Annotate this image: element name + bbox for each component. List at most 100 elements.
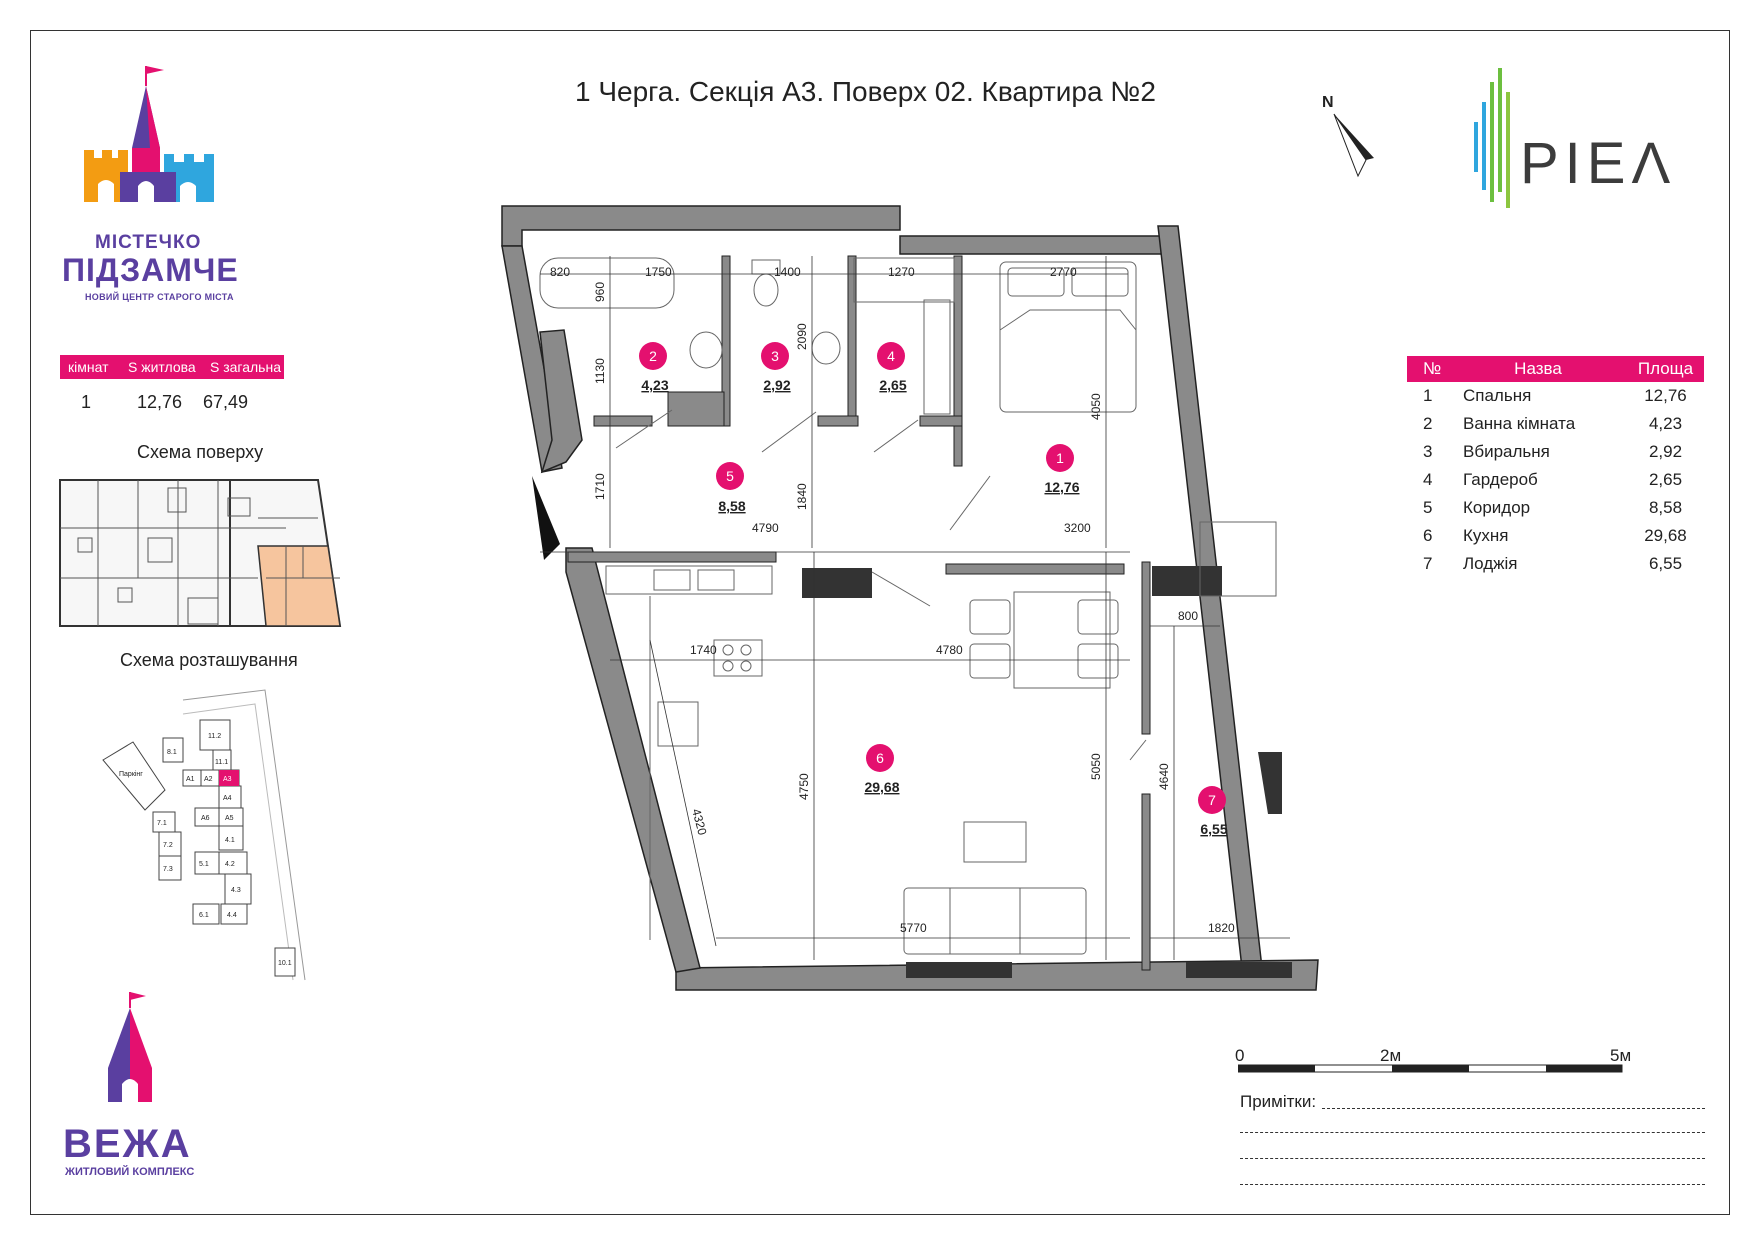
dim-label: 960	[593, 282, 607, 302]
dim-label: 4640	[1157, 763, 1171, 790]
room-number: 1	[1056, 450, 1064, 466]
summary-total-value: 67,49	[203, 392, 249, 412]
room-marker-6: 6 29,68	[864, 744, 900, 795]
table-row: 7 Лоджія 6,55	[1407, 550, 1704, 578]
bottom-brand-name: ВЕЖА	[63, 1122, 192, 1166]
table-row: 4 Гардероб 2,65	[1407, 466, 1704, 494]
loc-label-a3: А3	[223, 776, 232, 783]
summary-header-rooms: кімнат	[68, 359, 109, 375]
floor-scheme-caption: Схема поверху	[137, 442, 264, 462]
dim-label: 1270	[888, 265, 915, 279]
row-area: 4,23	[1648, 414, 1683, 433]
row-num: 7	[1423, 554, 1433, 573]
notes-line	[1322, 1108, 1705, 1109]
location-scheme-caption: Схема розташування	[120, 650, 298, 670]
dim-label: 800	[1178, 609, 1198, 623]
row-num: 1	[1423, 386, 1433, 405]
dim-label: 1740	[690, 643, 717, 657]
table-row: 2 Ванна кімната 4,23	[1407, 410, 1704, 438]
dim-label: 2090	[795, 323, 809, 350]
row-num: 4	[1423, 470, 1433, 489]
north-label: N	[1322, 94, 1334, 111]
row-num: 2	[1423, 414, 1433, 433]
dim-label: 820	[550, 265, 570, 279]
table-row: 3 Вбиральня 2,92	[1407, 438, 1704, 466]
room-number: 3	[771, 348, 779, 364]
north-arrow-icon	[1333, 113, 1374, 178]
loc-label-a5: А5	[225, 815, 234, 822]
row-name: Вбиральня	[1463, 442, 1550, 461]
room-number: 4	[887, 348, 895, 364]
loc-label-11-1: 11.1	[215, 759, 228, 766]
row-area: 8,58	[1648, 498, 1683, 517]
row-num: 3	[1423, 442, 1433, 461]
rooms-header-name: Назва	[1514, 359, 1562, 378]
row-name: Гардероб	[1463, 470, 1538, 489]
loc-label-4-1: 4.1	[225, 837, 235, 844]
summary-living-value: 12,76	[137, 392, 183, 412]
row-area: 2,92	[1648, 442, 1683, 461]
loc-label-a4: А4	[223, 795, 232, 802]
scale-bar	[1238, 1064, 1623, 1073]
loc-label-7-1: 7.1	[157, 820, 167, 827]
row-num: 5	[1423, 498, 1433, 517]
room-number: 2	[649, 348, 657, 364]
notes-label: Примітки:	[1240, 1092, 1317, 1111]
brand-line2: ПІДЗАМЧЕ	[62, 252, 239, 288]
room-marker-3: 3 2,92	[761, 342, 791, 393]
row-area: 29,68	[1644, 526, 1687, 545]
loc-label-7-2: 7.2	[163, 842, 173, 849]
room-area: 4,23	[641, 377, 668, 393]
loc-label-7-3: 7.3	[163, 866, 173, 873]
loc-label-6-1: 6.1	[199, 912, 209, 919]
row-area: 6,55	[1648, 554, 1683, 573]
room-number: 6	[876, 750, 884, 766]
developer-logo-icon	[1474, 68, 1510, 208]
notes-line	[1240, 1132, 1705, 1133]
brand-line1: МІСТЕЧКО	[95, 232, 202, 253]
dim-label: 4780	[936, 643, 963, 657]
dim-label: 4790	[752, 521, 779, 535]
sheet-frame	[30, 30, 1730, 1215]
dim-label: 5050	[1089, 753, 1103, 780]
notes-line	[1240, 1158, 1705, 1159]
dim-label: 4050	[1089, 393, 1103, 420]
loc-label-10-1: 10.1	[278, 960, 292, 967]
loc-label-a6: А6	[201, 815, 210, 822]
loc-label-8-1: 8.1	[167, 749, 177, 756]
row-area: 12,76	[1644, 386, 1687, 405]
row-area: 2,65	[1648, 470, 1683, 489]
loc-label-4-3: 4.3	[231, 887, 241, 894]
dim-label: 1710	[593, 473, 607, 500]
room-marker-4: 4 2,65	[877, 342, 907, 393]
room-area: 29,68	[864, 779, 899, 795]
dim-label: 3200	[1064, 521, 1091, 535]
room-area: 8,58	[718, 498, 745, 514]
room-marker-5: 5 8,58	[716, 462, 746, 514]
row-name: Лоджія	[1463, 554, 1518, 573]
loc-label-11-2: 11.2	[208, 733, 221, 740]
room-marker-7: 7 6,55	[1198, 786, 1228, 837]
notes-line	[1240, 1184, 1705, 1185]
loc-label-5-1: 5.1	[199, 861, 209, 868]
room-area: 2,65	[879, 377, 906, 393]
floor-scheme-image	[59, 479, 342, 627]
room-area: 12,76	[1044, 479, 1079, 495]
room-marker-1: 1 12,76	[1044, 444, 1080, 495]
row-name: Ванна кімната	[1463, 414, 1576, 433]
loc-label-a1: А1	[186, 776, 195, 783]
room-number: 5	[726, 468, 734, 484]
dim-label: 5770	[900, 921, 927, 935]
page-title: 1 Черга. Секція А3. Поверх 02. Квартира …	[575, 76, 1156, 107]
location-scheme-image: 11.2 11.1 8.1 А1 А2 А3 А4 А5 А6 Паркінг …	[102, 689, 306, 981]
row-name: Спальня	[1463, 386, 1532, 405]
rooms-header-num: №	[1423, 359, 1442, 378]
row-name: Коридор	[1463, 498, 1531, 517]
scale-label-0: 0	[1235, 1046, 1245, 1065]
dim-label: 1840	[795, 483, 809, 510]
room-area: 6,55	[1200, 821, 1227, 837]
dim-label: 2770	[1050, 265, 1077, 279]
